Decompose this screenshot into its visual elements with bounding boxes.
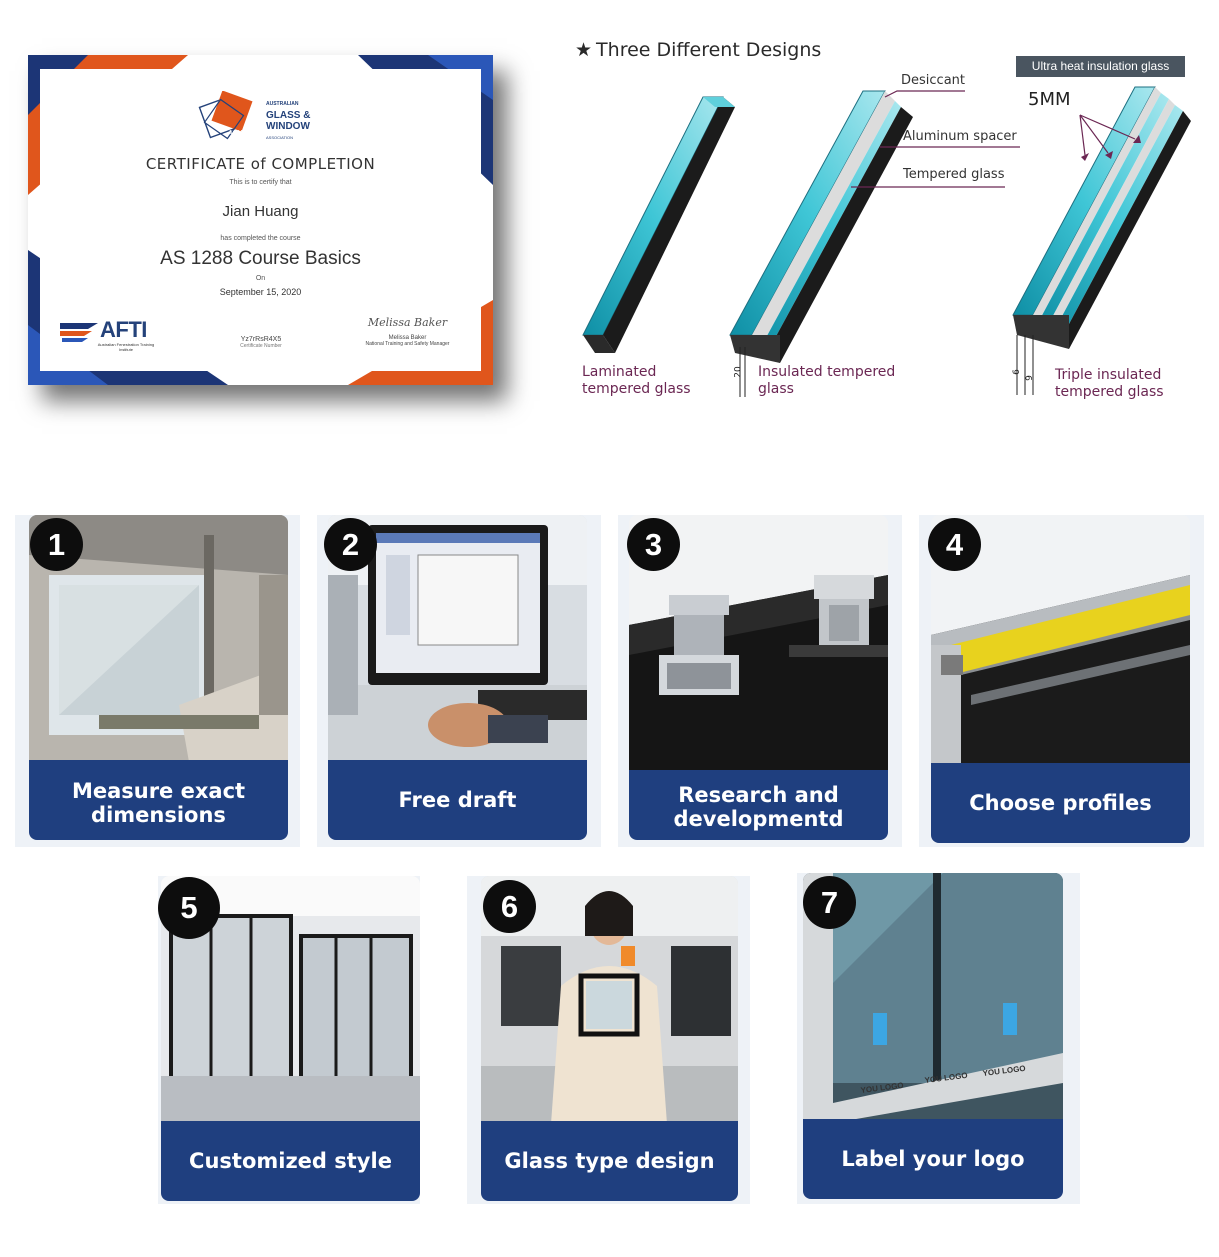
org-line-1: AUSTRALIAN	[266, 101, 299, 107]
dim-6-label: 6	[1011, 369, 1022, 375]
triple-label-line1: Triple insulated	[1055, 367, 1162, 383]
on-text: On	[255, 275, 266, 282]
step-number-5: 5	[158, 877, 220, 939]
step-number-6: 6	[483, 880, 536, 933]
step-photo-4	[931, 515, 1190, 765]
laminated-label: Laminated tempered glass	[582, 364, 691, 398]
step-label-6: Glass type design	[481, 1121, 738, 1201]
laminated-label-line1: Laminated	[582, 364, 657, 380]
step-card-5: Customized style	[158, 876, 420, 1204]
step-label-7: Label your logo	[803, 1119, 1063, 1199]
star-icon: ★	[575, 39, 593, 61]
step-number-4: 4	[928, 518, 981, 571]
step-card-2: Free draft	[317, 515, 601, 847]
step-label-5: Customized style	[161, 1121, 420, 1201]
insulated-label-line1: Insulated tempered	[758, 364, 896, 380]
org-line-2: GLASS &	[266, 110, 311, 121]
certify-text: This is to certify that	[229, 179, 292, 186]
certificate: AGWA AUSTRALIAN GLASS & WINDOW ASSOCIATI…	[28, 55, 493, 385]
five-mm-label: 5MM	[1028, 89, 1071, 110]
dim-9-label: 9	[1024, 375, 1035, 381]
signer-name: Melissa Baker	[388, 335, 427, 341]
glass-illustration	[582, 86, 1191, 397]
afti-logo: AFTI	[100, 317, 147, 342]
step-label-2: Free draft	[328, 760, 587, 840]
step-label-1-line2: dimensions	[91, 803, 226, 827]
org-line-3: WINDOW	[266, 121, 310, 132]
callout-lines	[851, 90, 1136, 188]
certificate-number-value: Yz7rRsR4X5	[240, 336, 282, 343]
triple-label-line2: tempered glass	[1055, 384, 1164, 400]
step-card-7: YOU LOGO YOU LOGO YOU LOGO Label your lo…	[797, 873, 1080, 1204]
glass-designs-diagram: ★Three Different Designs	[575, 35, 1195, 415]
step-label-3-line2: developmentd	[673, 807, 844, 831]
aluminum-spacer-label: Aluminum spacer	[903, 129, 1017, 144]
step-card-4: Choose profiles	[919, 515, 1204, 847]
callout-arrows	[1081, 135, 1141, 161]
completion-date: September 15, 2020	[219, 287, 302, 297]
diagram-title-text: Three Different Designs	[596, 39, 822, 61]
signature-block: Melissa Baker Melissa Baker National Tra…	[350, 311, 465, 347]
signature: Melissa Baker	[367, 316, 448, 329]
step-number-7: 7	[803, 876, 856, 929]
recipient-name: Jian Huang	[222, 203, 299, 220]
step-card-3: Research and developmentd	[618, 515, 902, 847]
ultra-insulation-tag: Ultra heat insulation glass	[1016, 56, 1185, 77]
certificate-number: Yz7rRsR4X5 Certificate Number	[226, 336, 296, 349]
step-label-1-line1: Measure exact	[71, 779, 246, 803]
step-label-4: Choose profiles	[931, 763, 1190, 843]
certificate-title: CERTIFICATE of COMPLETION	[145, 155, 376, 173]
step-number-1: 1	[30, 518, 83, 571]
insulated-glass-pane	[729, 90, 913, 397]
insulated-label: Insulated tempered glass	[758, 364, 895, 398]
agwa-logo-icon: AGWA	[198, 91, 253, 140]
insulated-label-line2: glass	[758, 381, 794, 397]
step-number-2: 2	[324, 518, 377, 571]
step-photo-1	[29, 515, 288, 762]
afti-logo-icon	[60, 323, 98, 342]
step-photo-5	[161, 876, 420, 1124]
laminated-glass-pane	[582, 96, 735, 353]
desiccant-label: Desiccant	[901, 73, 965, 88]
step-card-1: Measure exact dimensions	[15, 515, 300, 847]
certificate-number-label: Certificate Number	[240, 343, 282, 349]
step-label-1: Measure exact dimensions	[29, 760, 288, 840]
triple-glass-pane	[1012, 86, 1191, 395]
org-name: AUSTRALIAN GLASS & WINDOW ASSOCIATION	[266, 99, 310, 143]
step-photo-3	[629, 515, 888, 771]
agwa-mark-text: AGWA	[228, 130, 249, 137]
dim-20-label: 20	[733, 366, 744, 378]
triple-label: Triple insulated tempered glass	[1055, 367, 1164, 401]
step-number-3: 3	[627, 518, 680, 571]
step-photo-2	[328, 515, 587, 762]
diagram-title: ★Three Different Designs	[575, 39, 821, 61]
afti-subtitle: Australian Fenestration Training Institu…	[97, 342, 155, 352]
step-label-3: Research and developmentd	[629, 770, 888, 840]
org-line-4: ASSOCIATION	[266, 135, 294, 140]
signer-role: National Training and Safety Manager	[365, 341, 450, 347]
completed-text: has completed the course	[220, 235, 301, 242]
laminated-label-line2: tempered glass	[582, 381, 691, 397]
tempered-glass-label: Tempered glass	[903, 167, 1005, 182]
step-label-3-line1: Research and	[678, 783, 839, 807]
course-name: AS 1288 Course Basics	[160, 248, 361, 269]
